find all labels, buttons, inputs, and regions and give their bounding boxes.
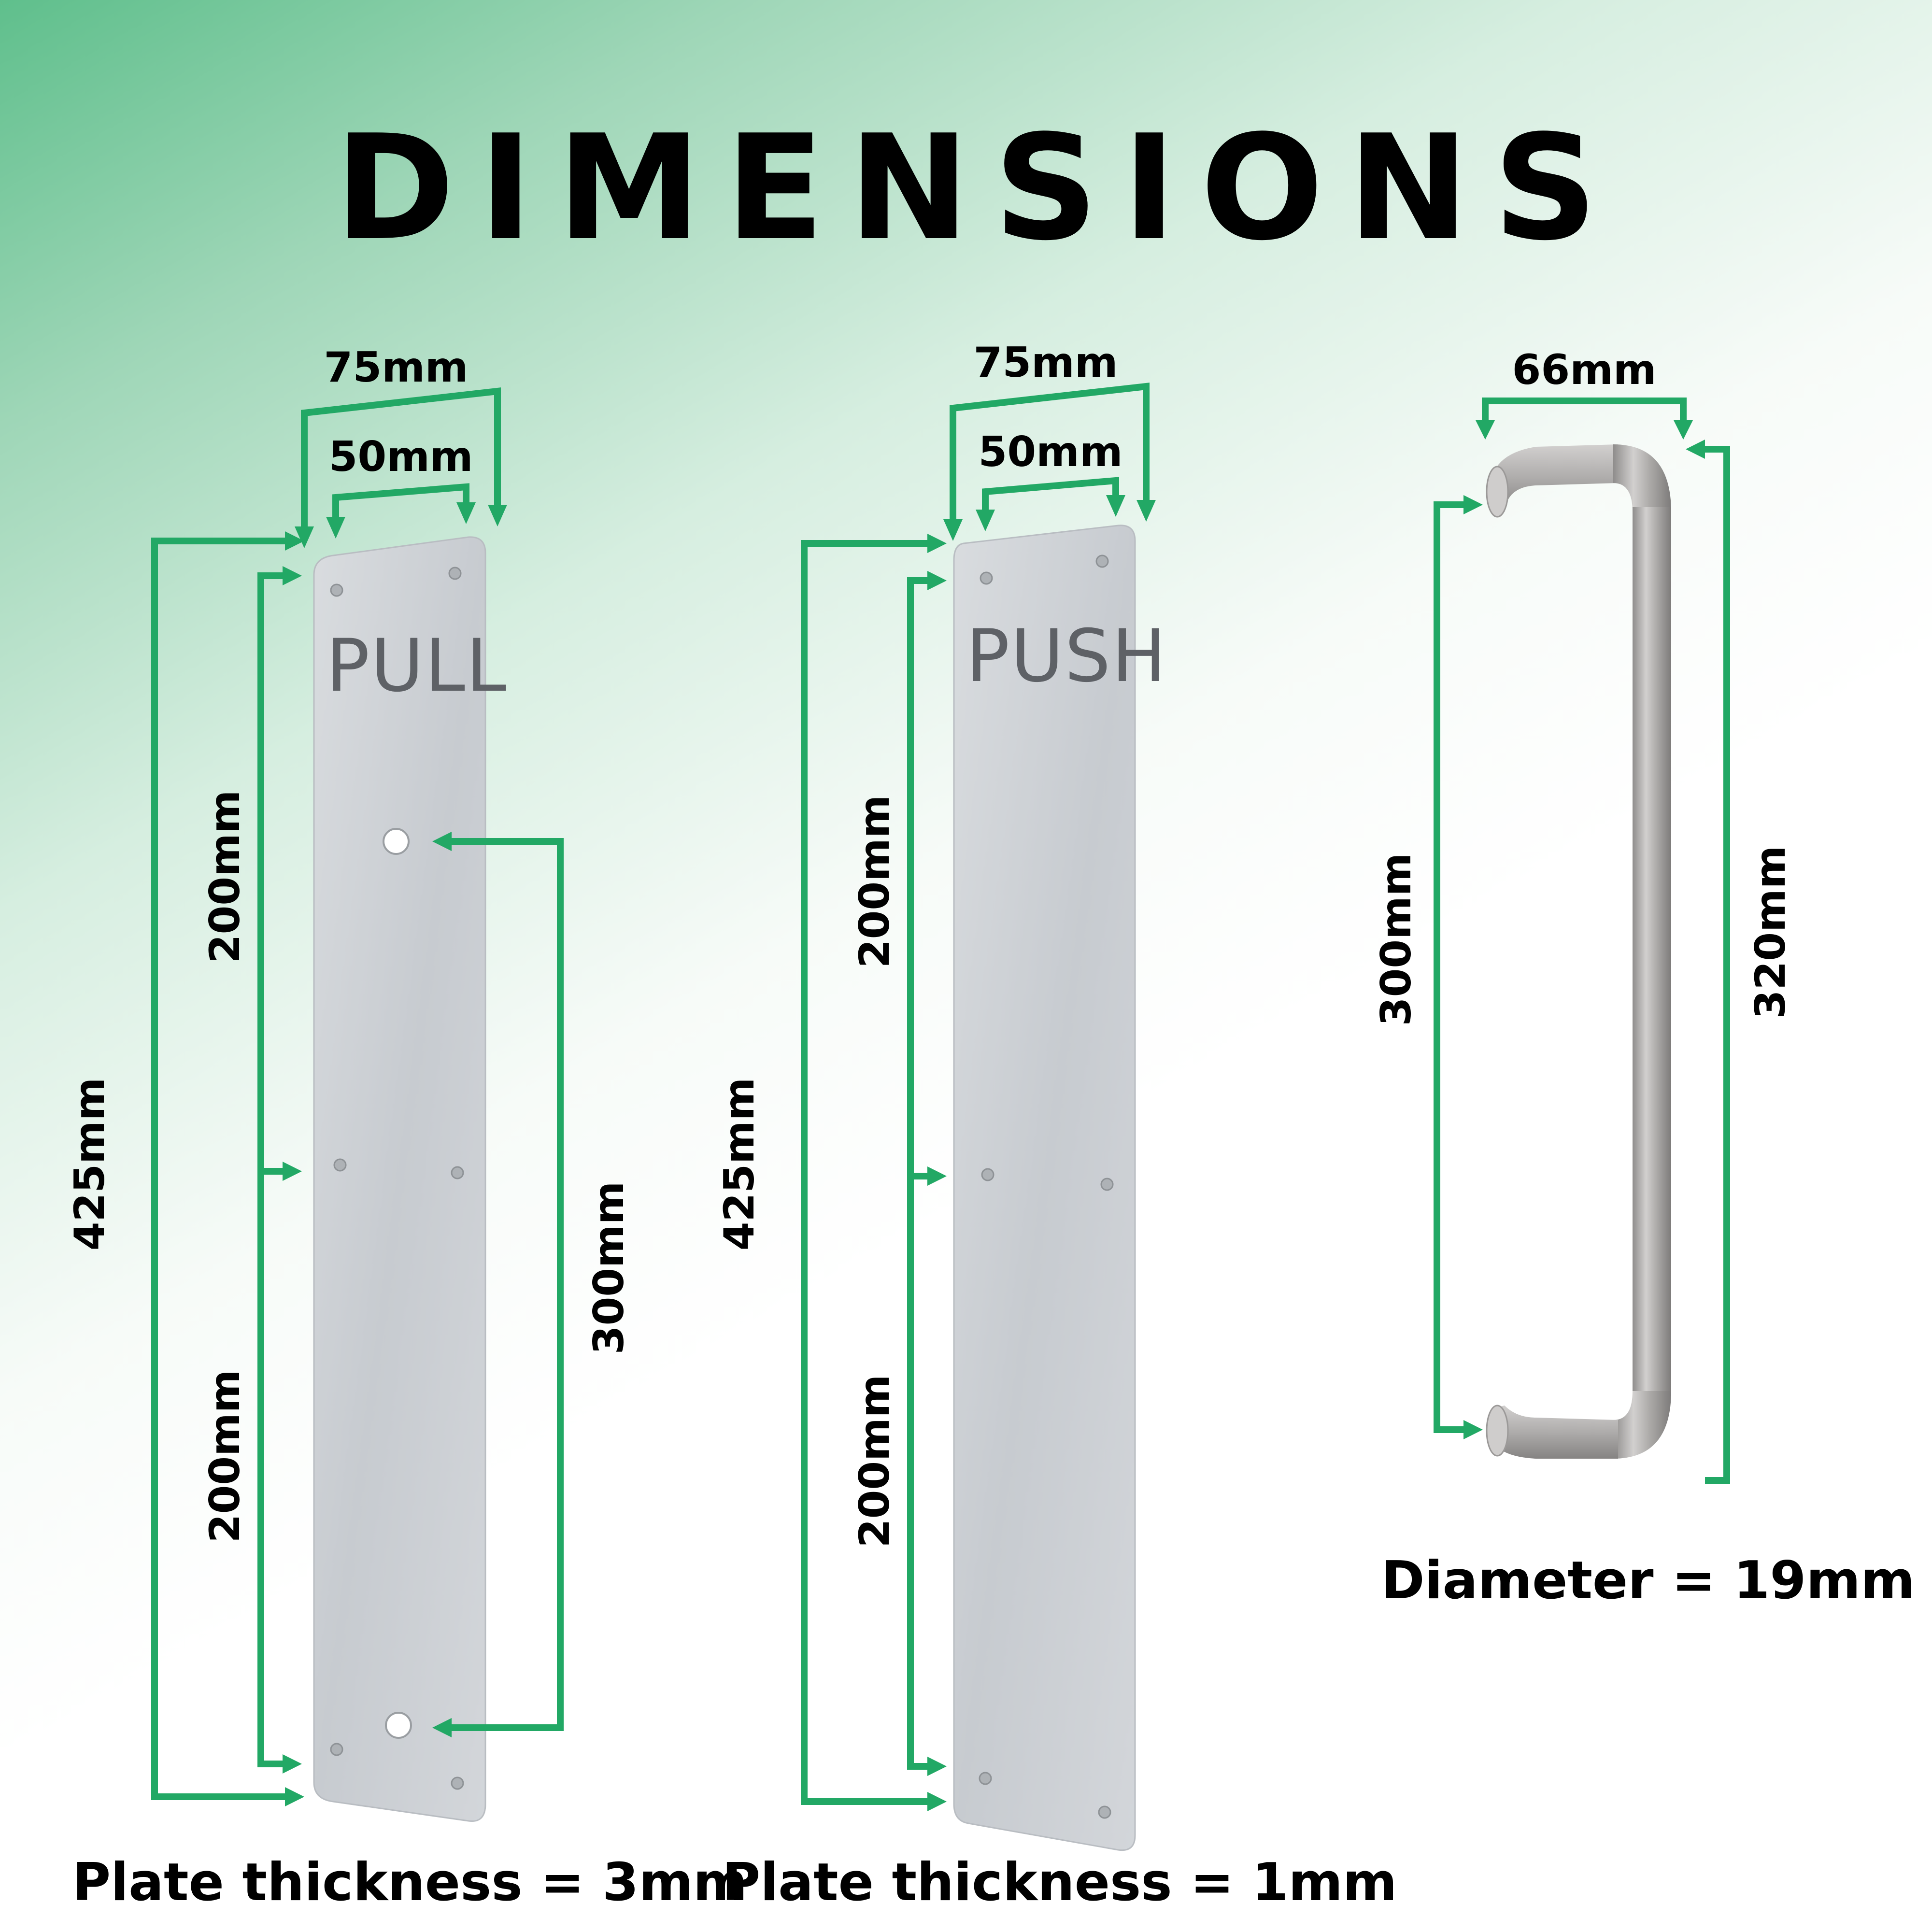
handle-length-label: 320mm bbox=[1747, 846, 1795, 1019]
screw-icon bbox=[980, 571, 993, 585]
screw-icon bbox=[451, 1166, 464, 1179]
pull-plate-word: PULL bbox=[326, 624, 507, 708]
pull-hole-spacing-label: 300mm bbox=[585, 1181, 633, 1355]
handle-bar bbox=[1633, 507, 1671, 1396]
screw-icon bbox=[1095, 554, 1109, 568]
pull-height-lower-label: 200mm bbox=[201, 1370, 249, 1543]
push-plate-caption: Plate thickness = 1mm bbox=[722, 1852, 1397, 1913]
screw-icon bbox=[330, 583, 343, 597]
push-height-lower-label: 200mm bbox=[851, 1375, 899, 1548]
title-text: DIMENSIONS bbox=[334, 104, 1622, 272]
push-plate-word: PUSH bbox=[966, 614, 1167, 698]
screw-icon bbox=[451, 1776, 464, 1790]
handle-centres-label: 300mm bbox=[1372, 853, 1421, 1026]
pull-plate-dimensions bbox=[151, 387, 564, 1806]
push-plate-dimensions bbox=[801, 383, 1156, 1811]
push-plate bbox=[953, 525, 1136, 1851]
screw-icon bbox=[1098, 1805, 1111, 1819]
screw-icon bbox=[333, 1158, 347, 1172]
pull-handle-dimensions bbox=[1434, 398, 1730, 1484]
screw-icon bbox=[448, 567, 462, 580]
screw-icon bbox=[330, 1743, 343, 1756]
handle-bottom-end bbox=[1486, 1405, 1509, 1457]
handle-bottom-leg bbox=[1490, 1406, 1618, 1459]
fixing-hole bbox=[383, 828, 410, 855]
push-height-total-label: 425mm bbox=[715, 1078, 764, 1251]
push-width-inner-label: 50mm bbox=[979, 428, 1123, 476]
push-height-upper-label: 200mm bbox=[851, 795, 899, 968]
push-plate-group: PUSH bbox=[953, 525, 1167, 1851]
pull-height-total-label: 425mm bbox=[66, 1078, 114, 1251]
pull-plate-group: PULL bbox=[313, 536, 507, 1822]
screw-icon bbox=[1100, 1178, 1114, 1191]
screw-icon bbox=[979, 1772, 992, 1785]
screw-icon bbox=[981, 1168, 994, 1181]
pull-plate bbox=[313, 536, 486, 1822]
handle-depth-label: 66mm bbox=[1512, 346, 1657, 394]
handle-top-end bbox=[1486, 466, 1509, 518]
pull-plate-caption: Plate thickness = 3mm bbox=[72, 1852, 748, 1913]
pull-width-outer-label: 75mm bbox=[324, 343, 469, 392]
push-width-outer-label: 75mm bbox=[974, 339, 1118, 387]
page-title: DIMENSIONS bbox=[0, 104, 1932, 272]
fixing-hole bbox=[385, 1712, 412, 1739]
handle-caption: Diameter = 19mm bbox=[1381, 1550, 1915, 1611]
pull-width-inner-label: 50mm bbox=[329, 433, 473, 481]
handle-top-bend bbox=[1613, 444, 1671, 512]
handle-top-leg bbox=[1490, 444, 1618, 512]
pull-handle bbox=[1486, 444, 1671, 1459]
pull-height-upper-label: 200mm bbox=[201, 790, 249, 964]
handle-bottom-bend bbox=[1613, 1391, 1671, 1459]
